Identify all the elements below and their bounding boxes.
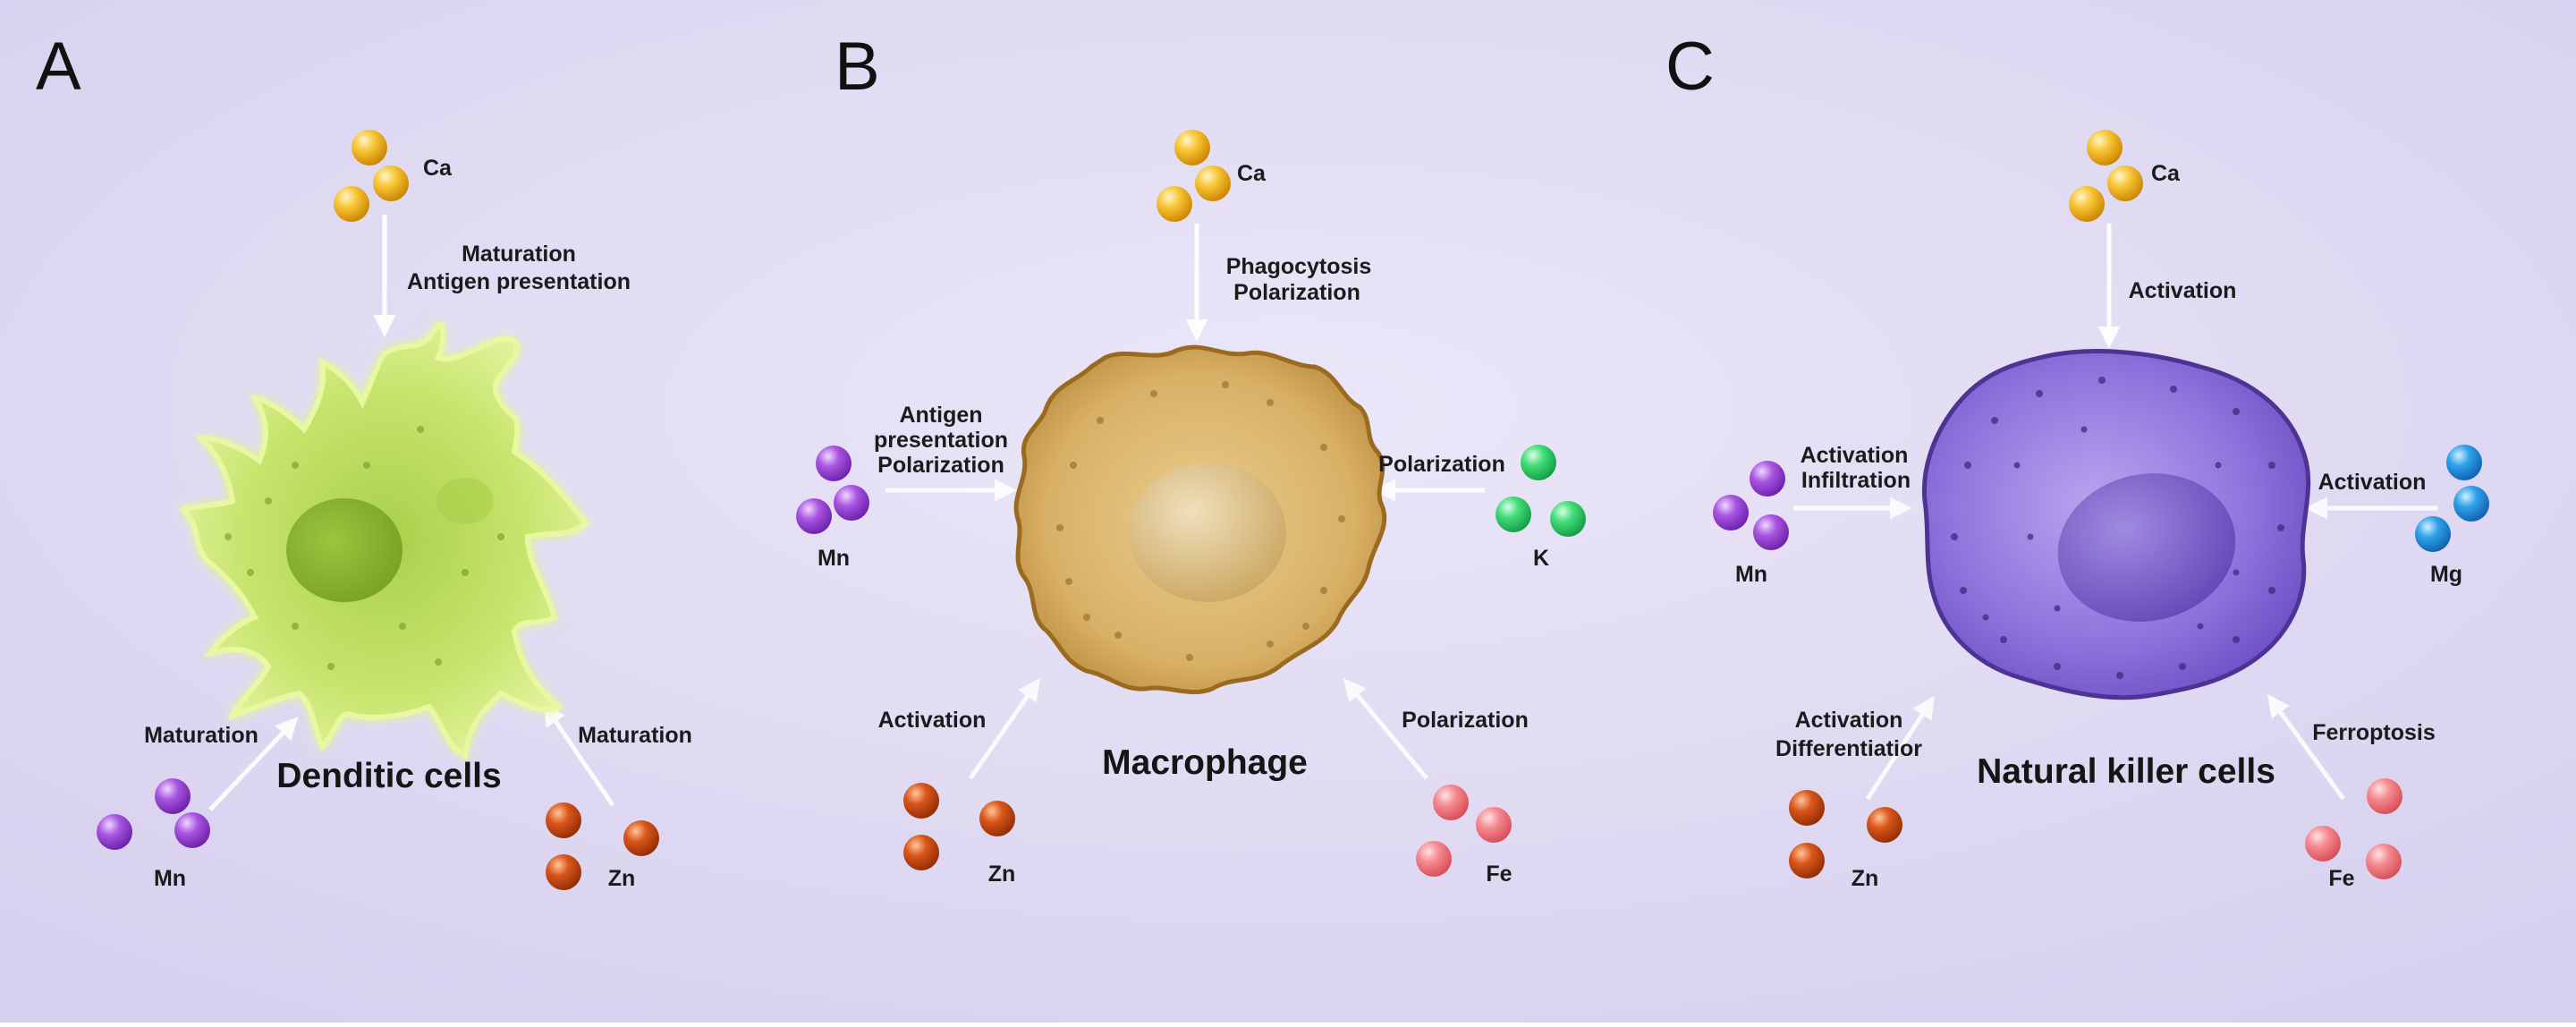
effect-label-bottom-left-line1-c: Activation: [1795, 708, 1903, 733]
effect-label-bottom-left-a: Maturation: [144, 723, 258, 748]
cell-name-a: Denditic cells: [276, 757, 501, 795]
ion-label-k-b: K: [1533, 546, 1549, 571]
ion-label-ca-b: Ca: [1237, 161, 1267, 186]
effect-label-top-c: Activation: [2129, 278, 2237, 303]
arrow-fe-to-nk: [2267, 693, 2346, 801]
effect-label-bottom-right-a: Maturation: [578, 723, 692, 748]
ion-cluster-ca-c: [2069, 130, 2143, 222]
effect-label-left-line1-b: Antigen: [899, 403, 982, 428]
ion-cluster-ca-a: [334, 130, 409, 222]
ion-label-fe-c: Fe: [2328, 866, 2354, 891]
ion-cluster-k-b: [1496, 445, 1586, 537]
ion-cluster-zn-b: [903, 783, 1015, 870]
macrophage-cell: [1013, 344, 1387, 694]
ion-label-ca-a: Ca: [423, 156, 453, 181]
ion-cluster-fe-c: [2305, 778, 2402, 879]
ion-cluster-mn-c: [1713, 461, 1789, 550]
panel-c: C Ca Activati: [1665, 29, 2489, 891]
ion-cluster-fe-b: [1416, 785, 1512, 877]
arrow-mn-to-dc: [208, 717, 299, 811]
effect-label-left-line3-b: Polarization: [877, 453, 1004, 478]
ion-cluster-mg-c: [2415, 445, 2489, 552]
ion-label-ca-c: Ca: [2151, 161, 2181, 186]
ion-cluster-zn-c: [1789, 790, 1902, 878]
panel-letter-b: B: [835, 29, 880, 105]
effect-label-top-line2-a: Antigen presentation: [407, 269, 631, 294]
arrow-zn-to-dc: [543, 702, 615, 807]
effect-label-bottom-right-b: Polarization: [1402, 708, 1529, 733]
ion-cluster-mn-a: [97, 778, 210, 850]
effect-label-right-c: Activation: [2318, 470, 2427, 495]
effect-label-top-line2-b: Polarization: [1233, 280, 1360, 305]
arrow-fe-to-macrophage: [1343, 678, 1428, 780]
ion-cluster-mn-b: [796, 446, 869, 534]
panel-a: A Ca Maturation Antigen presentation: [36, 29, 692, 891]
panel-b: B Ca Phagocytosis Polarization: [796, 29, 1586, 887]
effect-label-left-line1-c: Activation: [1801, 443, 1909, 468]
effect-label-bottom-left-b: Activation: [878, 708, 987, 733]
panel-letter-c: C: [1665, 29, 1715, 105]
ion-label-zn-c: Zn: [1852, 866, 1879, 891]
ion-label-zn-a: Zn: [608, 866, 636, 891]
effect-label-top-line1-b: Phagocytosis: [1226, 254, 1372, 279]
cell-name-c: Natural killer cells: [1977, 752, 2275, 791]
effect-label-top-line1-a: Maturation: [462, 242, 576, 267]
effect-label-bottom-left-line2-c: Differentiatior: [1775, 736, 1922, 761]
ion-label-mn-a: Mn: [154, 866, 186, 891]
arrow-zn-to-macrophage: [968, 677, 1040, 780]
cell-name-b: Macrophage: [1102, 743, 1308, 782]
ion-label-zn-b: Zn: [988, 861, 1016, 887]
effect-label-left-line2-c: Infiltration: [1801, 468, 1911, 493]
natural-killer-cell: [1921, 349, 2311, 700]
effect-label-bottom-right-c: Ferroptosis: [2312, 720, 2436, 745]
effect-label-left-line2-b: presentation: [874, 428, 1008, 453]
ion-label-mg-c: Mg: [2430, 562, 2462, 587]
arrow-zn-to-nk: [1865, 695, 1935, 801]
ion-label-fe-b: Fe: [1486, 861, 1512, 887]
dendritic-cell: [178, 321, 589, 760]
effect-label-right-b: Polarization: [1378, 452, 1505, 477]
ion-cluster-ca-b: [1157, 130, 1231, 222]
ion-cluster-zn-a: [546, 802, 659, 890]
panel-letter-a: A: [36, 29, 81, 105]
ion-label-mn-c: Mn: [1735, 562, 1767, 587]
ion-label-mn-b: Mn: [818, 546, 850, 571]
